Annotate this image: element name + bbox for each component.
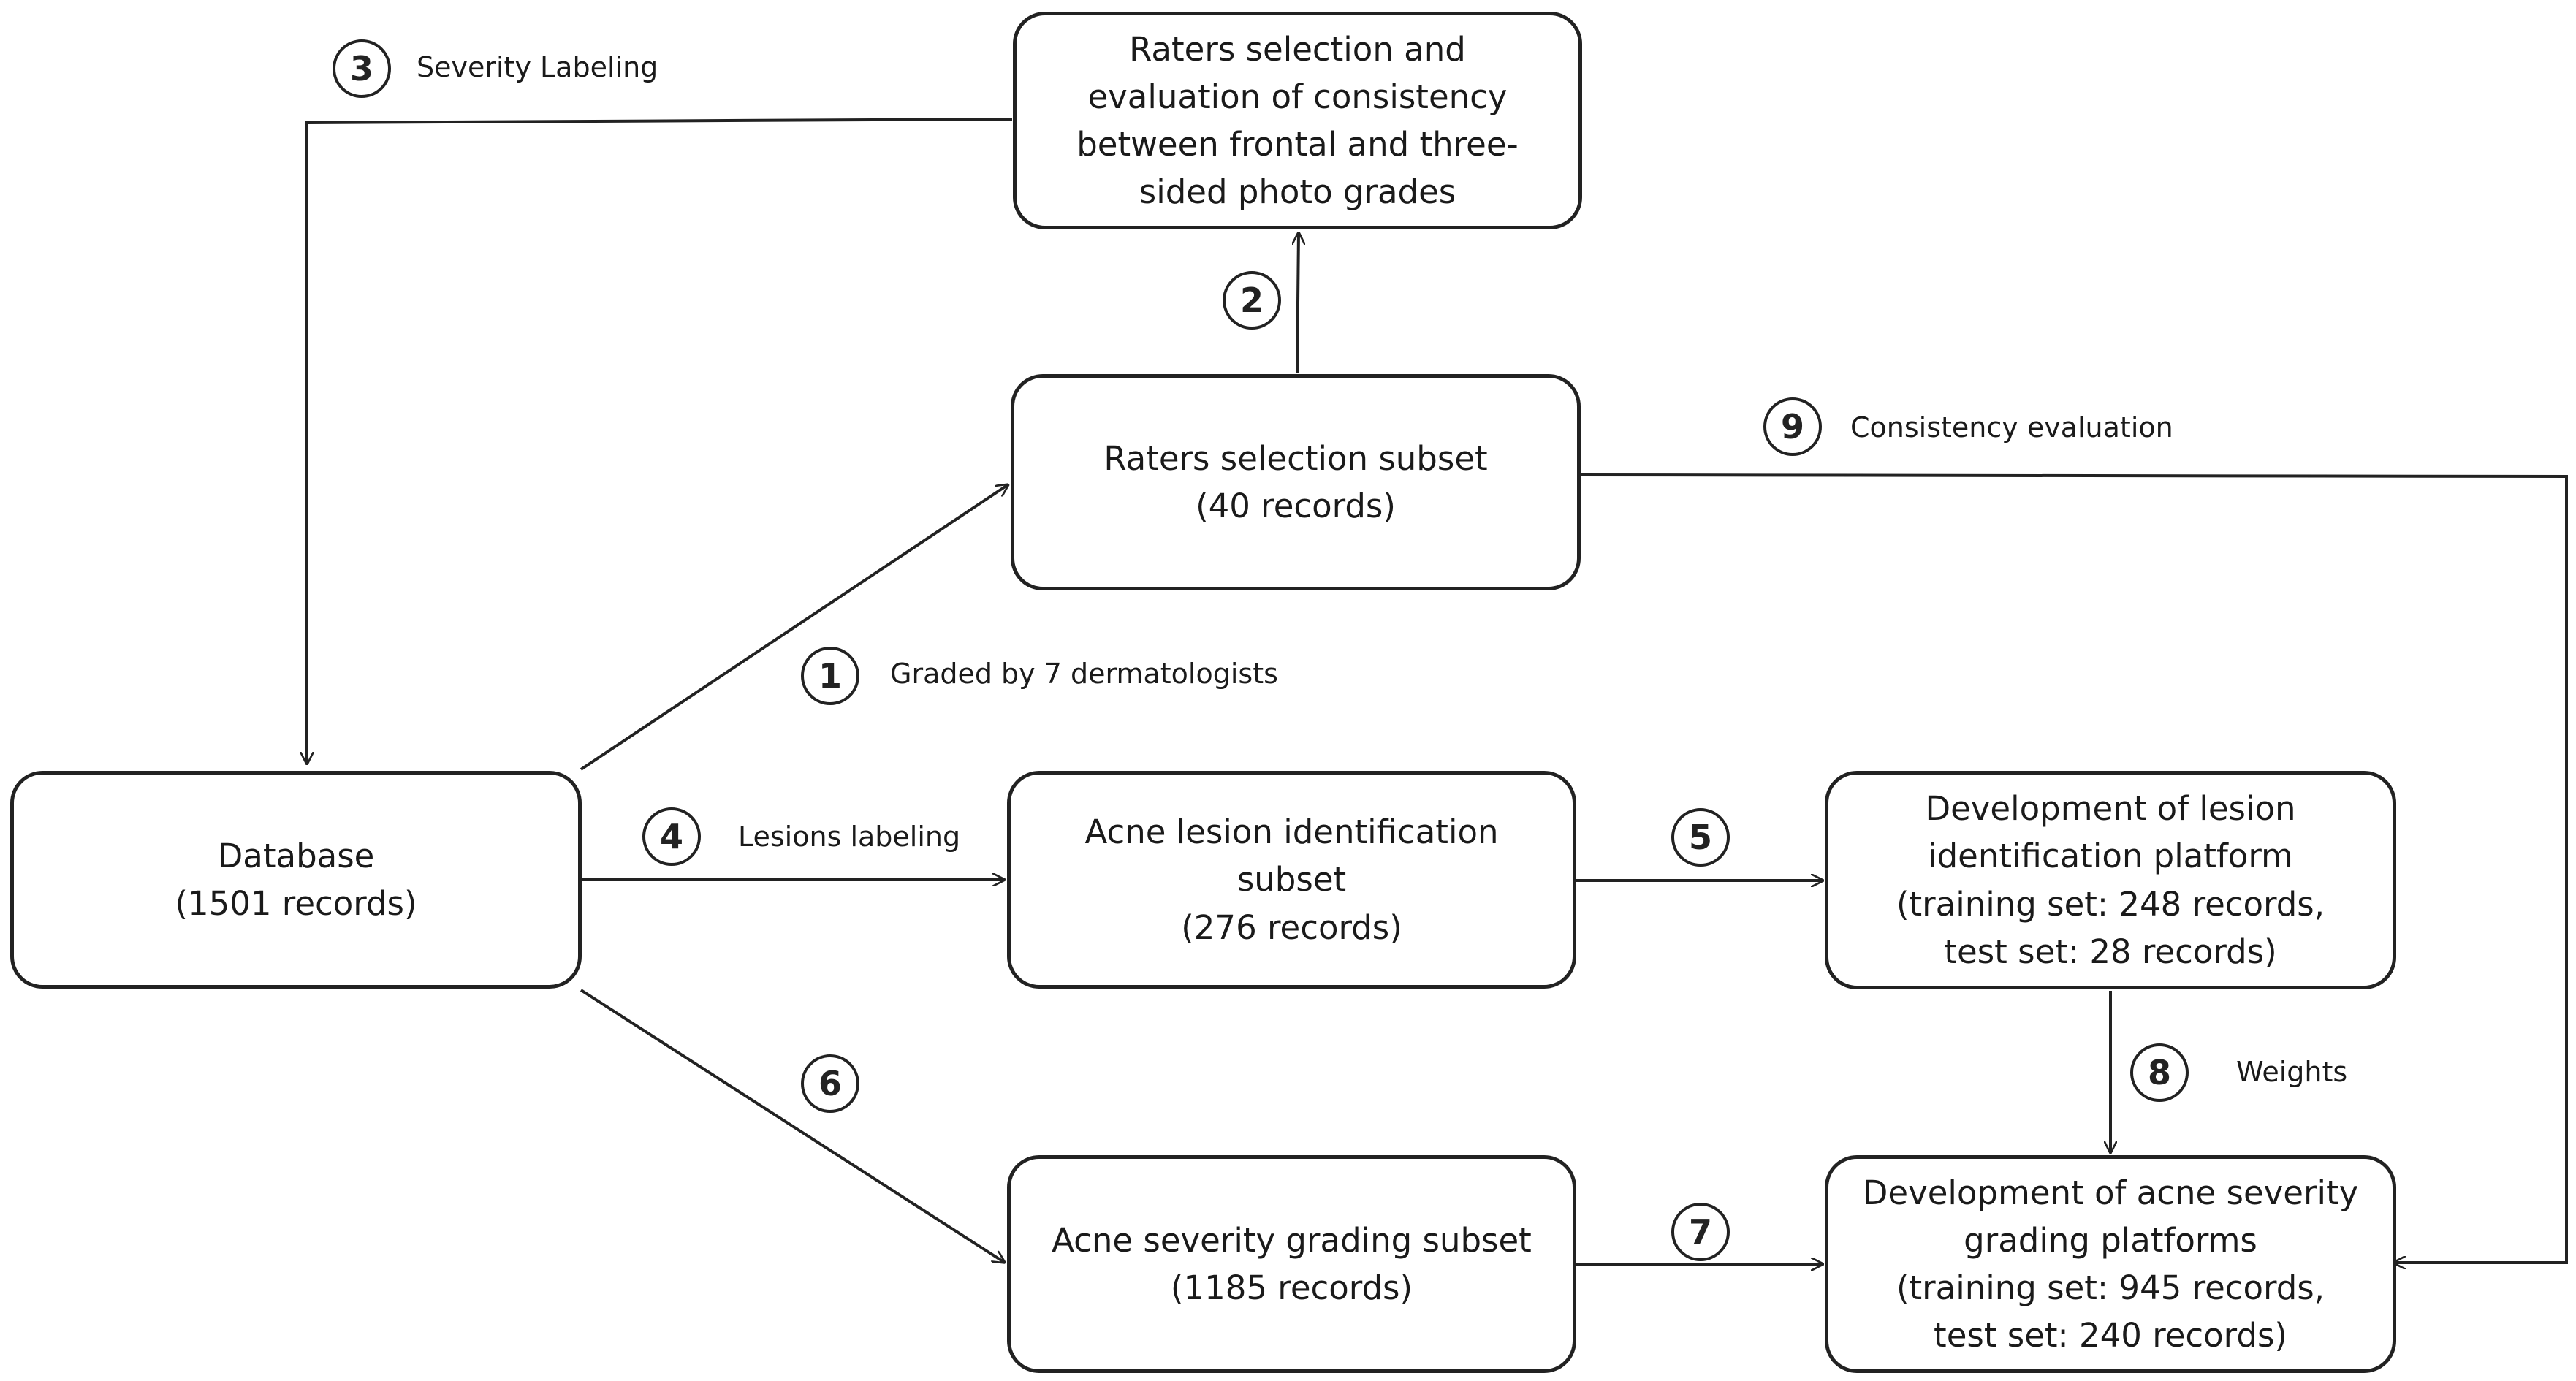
step-label-8: Weights — [2236, 1056, 2348, 1088]
step-label-9: Consistency evaluation — [1850, 411, 2173, 444]
arrow-database-to-raters-subset — [580, 484, 1008, 771]
step-marker-2: 2 — [1223, 271, 1281, 330]
step-marker-1: 1 — [801, 647, 859, 705]
step-label-3: Severity Labeling — [417, 51, 658, 83]
node-severity-grading-subset: Acne severity grading subset (1185 recor… — [1007, 1155, 1576, 1373]
arrow-subset-to-evaluation — [1297, 232, 1299, 373]
node-raters-evaluation: Raters selection and evaluation of consi… — [1013, 12, 1582, 229]
step-marker-8: 8 — [2130, 1043, 2189, 1102]
arrow-severity-labeling — [307, 118, 1013, 764]
node-lesion-identification-subset: Acne lesion identification subset (276 r… — [1007, 771, 1576, 989]
step-marker-6: 6 — [801, 1054, 859, 1113]
step-marker-5: 5 — [1671, 808, 1730, 867]
step-marker-4: 4 — [642, 807, 701, 866]
step-marker-3: 3 — [333, 39, 391, 98]
step-marker-9: 9 — [1763, 397, 1822, 456]
node-severity-grading-platforms: Development of acne severity grading pla… — [1825, 1155, 2396, 1373]
step-marker-7: 7 — [1671, 1203, 1730, 1261]
node-database: Database (1501 records) — [10, 771, 582, 989]
node-lesion-identification-platform: Development of lesion identification pla… — [1825, 771, 2396, 989]
node-raters-selection-subset: Raters selection subset (40 records) — [1011, 374, 1581, 590]
arrow-consistency-evaluation — [1579, 473, 2568, 1263]
arrow-database-to-severity-subset — [580, 989, 1005, 1263]
step-label-1: Graded by 7 dermatologists — [890, 658, 1278, 690]
step-label-4: Lesions labeling — [738, 821, 961, 853]
